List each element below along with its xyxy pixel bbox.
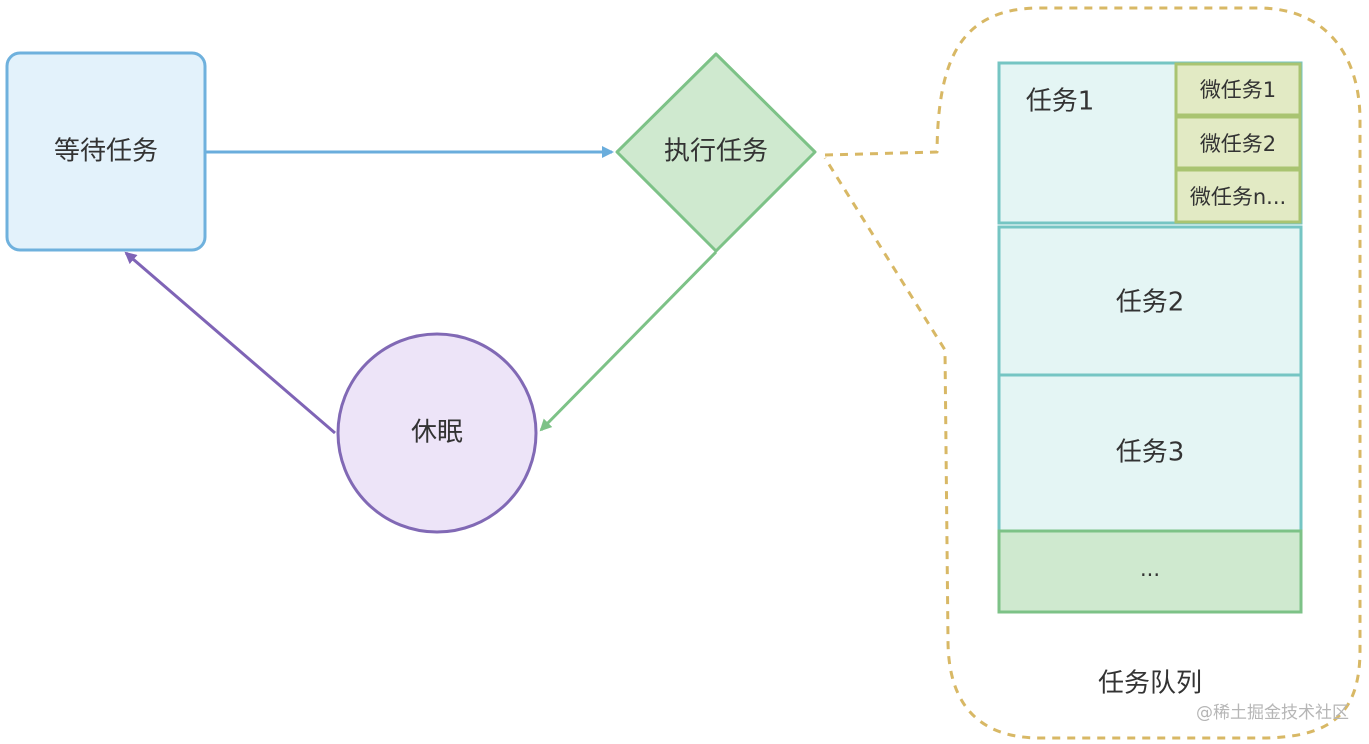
queue-more: ... (997, 529, 1303, 614)
microtask-n-label: 微任务n... (1190, 185, 1286, 209)
queue-more-label: ... (1140, 557, 1160, 581)
queue-task-1-label: 任务1 (1026, 87, 1095, 117)
microtask-1: 微任务1 (1174, 62, 1302, 117)
node-wait-task: 等待任务 (5, 51, 207, 252)
microtask-1-label: 微任务1 (1200, 78, 1276, 102)
queue-task-2-label: 任务2 (1116, 288, 1185, 318)
watermark: @稀土掘金技术社区 (1196, 703, 1349, 723)
queue-task-3-label: 任务3 (1116, 438, 1185, 468)
edge-execute-to-sleep (539, 250, 718, 432)
node-execute-task-label: 执行任务 (664, 137, 768, 167)
queue-task-3: 任务3 (997, 373, 1303, 533)
node-sleep-label: 休眠 (411, 418, 463, 448)
queue-task-2: 任务2 (997, 225, 1303, 377)
task-queue: 任务1 微任务1 微任务2 微任务n... 任务2 任务3 ... (997, 61, 1303, 699)
node-sleep: 休眠 (336, 332, 538, 534)
microtask-n: 微任务n... (1174, 168, 1302, 224)
microtask-2-label: 微任务2 (1200, 132, 1276, 156)
queue-callout-bubble (823, 6, 1362, 740)
queue-title: 任务队列 (1098, 669, 1202, 699)
microtask-2: 微任务2 (1174, 115, 1302, 170)
edge-sleep-to-wait (124, 251, 336, 435)
node-execute-task: 执行任务 (615, 52, 817, 253)
node-wait-task-label: 等待任务 (54, 137, 158, 167)
